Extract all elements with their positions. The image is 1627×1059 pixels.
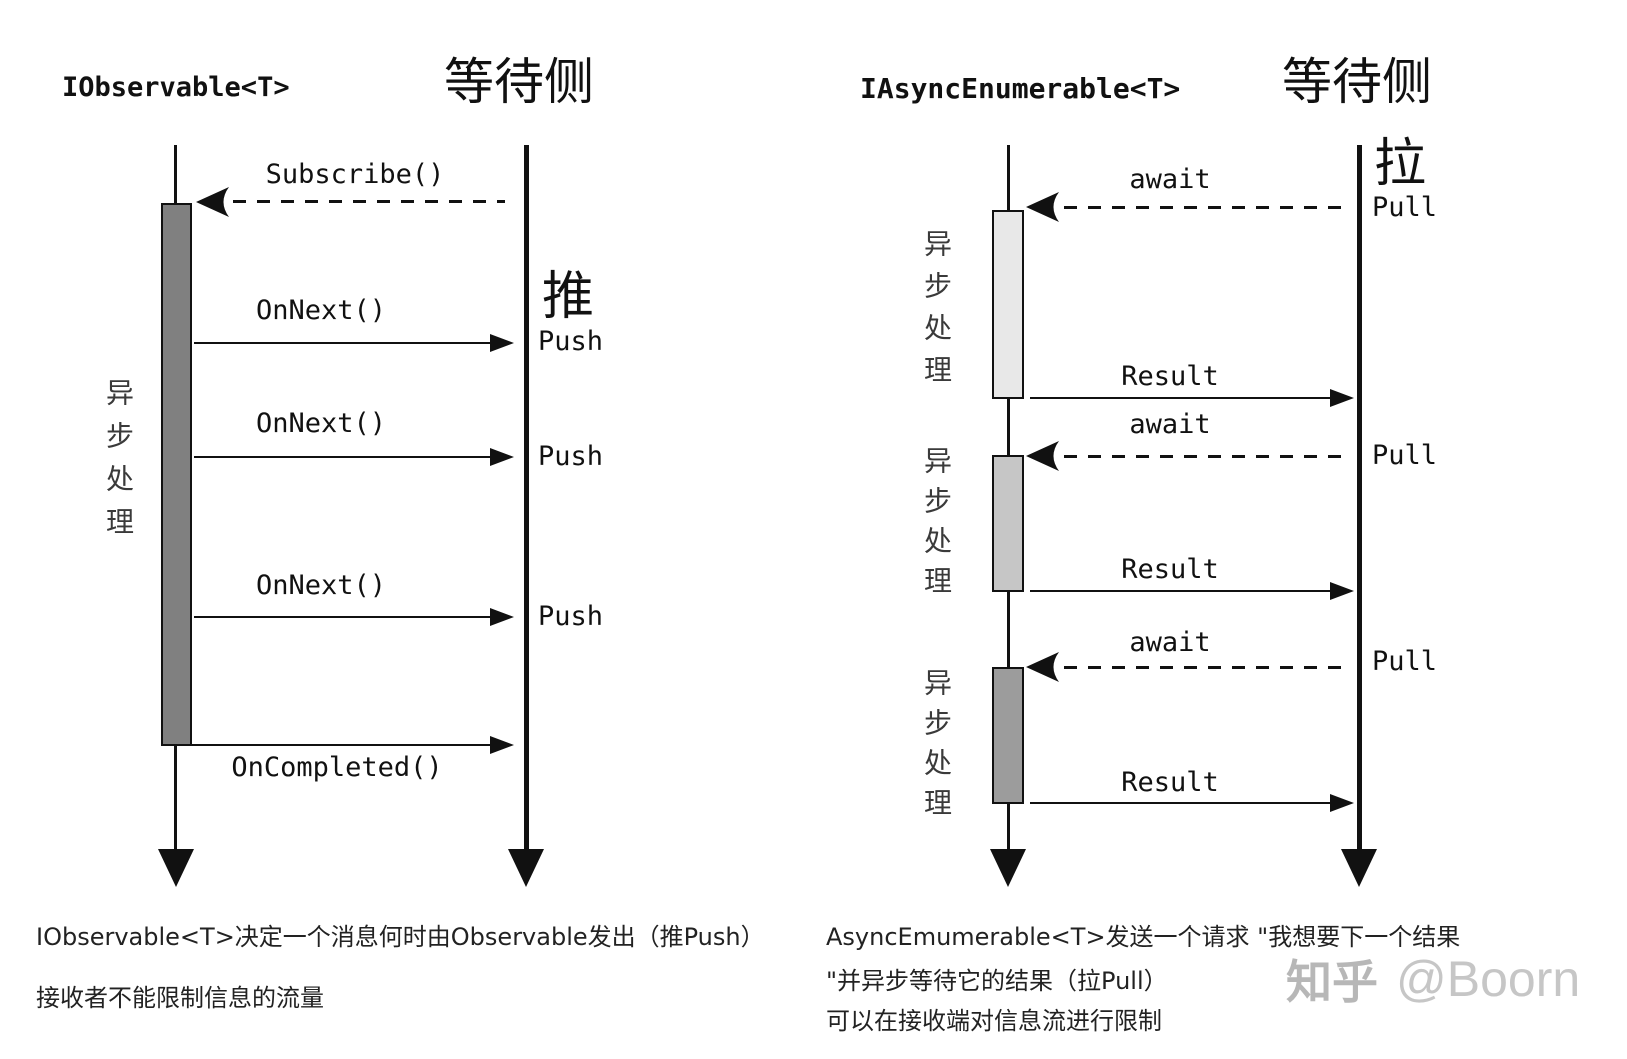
onnext-label-1: OnNext(): [255, 295, 387, 326]
subscribe-label: Subscribe(): [265, 159, 445, 190]
await-arrowhead-2-icon: [1026, 441, 1059, 471]
subscribe-arrow: [233, 200, 505, 203]
left-async-processing-label: 异步处理: [102, 378, 135, 550]
await-arrow-2: [1064, 455, 1347, 458]
left-waiter-lifeline: [524, 145, 529, 851]
right-enumerable-lifeline-arrow-icon: [990, 849, 1026, 887]
right-waiter-lifeline-arrow-icon: [1341, 849, 1377, 887]
result-arrowhead-1-icon: [1330, 389, 1354, 407]
left-observable-lifeline-arrow-icon: [158, 849, 194, 887]
right-caption-line-3: 可以在接收端对信息流进行限制: [826, 1007, 1162, 1035]
await-arrowhead-3-icon: [1026, 652, 1059, 682]
push-mode-char: 推: [542, 267, 595, 327]
onnext-label-2: OnNext(): [255, 408, 387, 439]
left-caption-line-2: 接收者不能限制信息的流量: [36, 984, 324, 1012]
result-arrow-2: [1030, 590, 1330, 592]
push-label-3: Push: [538, 601, 604, 632]
right-caption-line-2: "并异步等待它的结果（拉Pull）: [826, 967, 1168, 995]
left-actor-label: IObservable<T>: [62, 72, 290, 103]
right-activation-bar-2: [992, 455, 1024, 592]
result-arrow-3: [1030, 802, 1330, 804]
result-arrowhead-2-icon: [1330, 582, 1354, 600]
watermark-brand-logo: 知乎: [1286, 955, 1378, 1009]
pull-label-3: Pull: [1372, 646, 1438, 677]
right-activation-bar-1: [992, 210, 1024, 399]
await-label-3: await: [1129, 627, 1211, 658]
right-waiter-lifeline: [1357, 145, 1362, 851]
push-label-2: Push: [538, 441, 604, 472]
right-caption-line-1: AsyncEmumerable<T>发送一个请求 "我想要下一个结果: [826, 923, 1461, 951]
right-waiter-label: 等待侧: [1282, 53, 1432, 111]
result-label-2: Result: [1121, 554, 1219, 585]
left-caption-line-1: IObservable<T>决定一个消息何时由Observable发出（推Pus…: [36, 923, 765, 951]
subscribe-arrowhead-icon: [196, 187, 229, 217]
right-async-processing-label-3: 异步处理: [920, 668, 953, 828]
result-arrow-1: [1030, 397, 1330, 399]
pull-label-2: Pull: [1372, 440, 1438, 471]
left-activation-bar: [161, 203, 192, 746]
onnext-arrow-3: [194, 616, 490, 618]
onnext-arrow-2: [194, 456, 490, 458]
watermark-handle: @Boorn: [1396, 951, 1581, 1007]
right-async-processing-label-2: 异步处理: [920, 446, 953, 606]
onnext-arrowhead-3-icon: [490, 608, 514, 626]
await-arrow-3: [1064, 666, 1347, 669]
await-arrow-1: [1064, 206, 1347, 209]
oncompleted-label: OnCompleted(): [231, 752, 443, 783]
onnext-arrowhead-2-icon: [490, 448, 514, 466]
oncompleted-arrow: [179, 744, 490, 746]
pull-mode-char: 拉: [1374, 134, 1427, 194]
right-async-processing-label-1: 异步处理: [920, 229, 953, 397]
await-label-1: await: [1129, 164, 1211, 195]
await-label-2: await: [1129, 409, 1211, 440]
result-arrowhead-3-icon: [1330, 794, 1354, 812]
onnext-label-3: OnNext(): [255, 570, 387, 601]
left-waiter-label: 等待侧: [444, 53, 594, 111]
oncompleted-arrowhead-icon: [490, 736, 514, 754]
result-label-3: Result: [1121, 767, 1219, 798]
left-waiter-lifeline-arrow-icon: [508, 849, 544, 887]
await-arrowhead-1-icon: [1026, 192, 1059, 222]
watermark: 知乎 @Boorn: [1286, 946, 1580, 1012]
right-activation-bar-3: [992, 667, 1024, 804]
push-label-1: Push: [538, 326, 604, 357]
result-label-1: Result: [1121, 361, 1219, 392]
right-actor-label: IAsyncEnumerable<T>: [860, 72, 1181, 105]
pull-label-1: Pull: [1372, 192, 1438, 223]
onnext-arrow-1: [194, 342, 490, 344]
onnext-arrowhead-1-icon: [490, 334, 514, 352]
